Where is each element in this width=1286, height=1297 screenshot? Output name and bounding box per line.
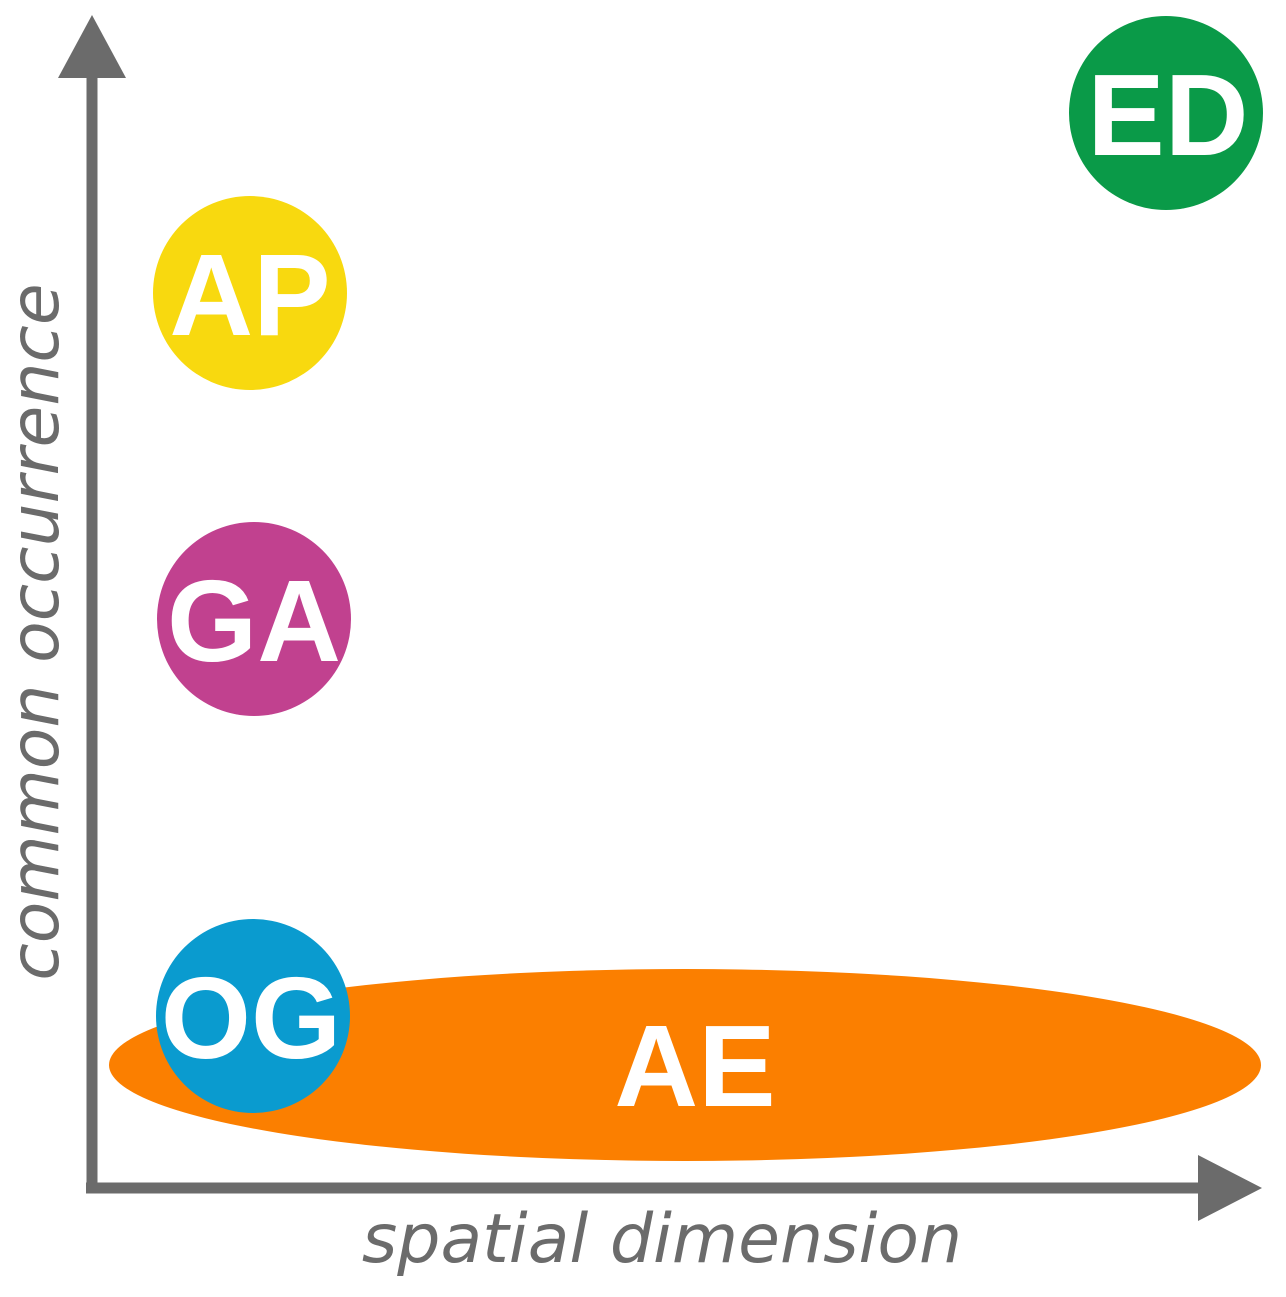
node-og-label: OG — [161, 953, 341, 1083]
x-axis-title: spatial dimension — [362, 1200, 962, 1279]
node-ed-label: ED — [1087, 50, 1248, 180]
node-ae-shape — [109, 969, 1261, 1161]
node-ed-shape — [1069, 16, 1263, 210]
node-ap-shape — [153, 196, 347, 390]
node-og-shape — [156, 919, 350, 1113]
node-ga-label: GA — [167, 556, 341, 686]
y-axis-title: common occurrence — [0, 283, 75, 980]
x-axis-arrowhead — [1198, 1155, 1262, 1221]
node-ga-shape — [157, 522, 351, 716]
node-ap-label: AP — [169, 230, 330, 360]
y-axis-arrowhead — [58, 15, 126, 78]
node-ae-label: AE — [614, 1001, 775, 1131]
